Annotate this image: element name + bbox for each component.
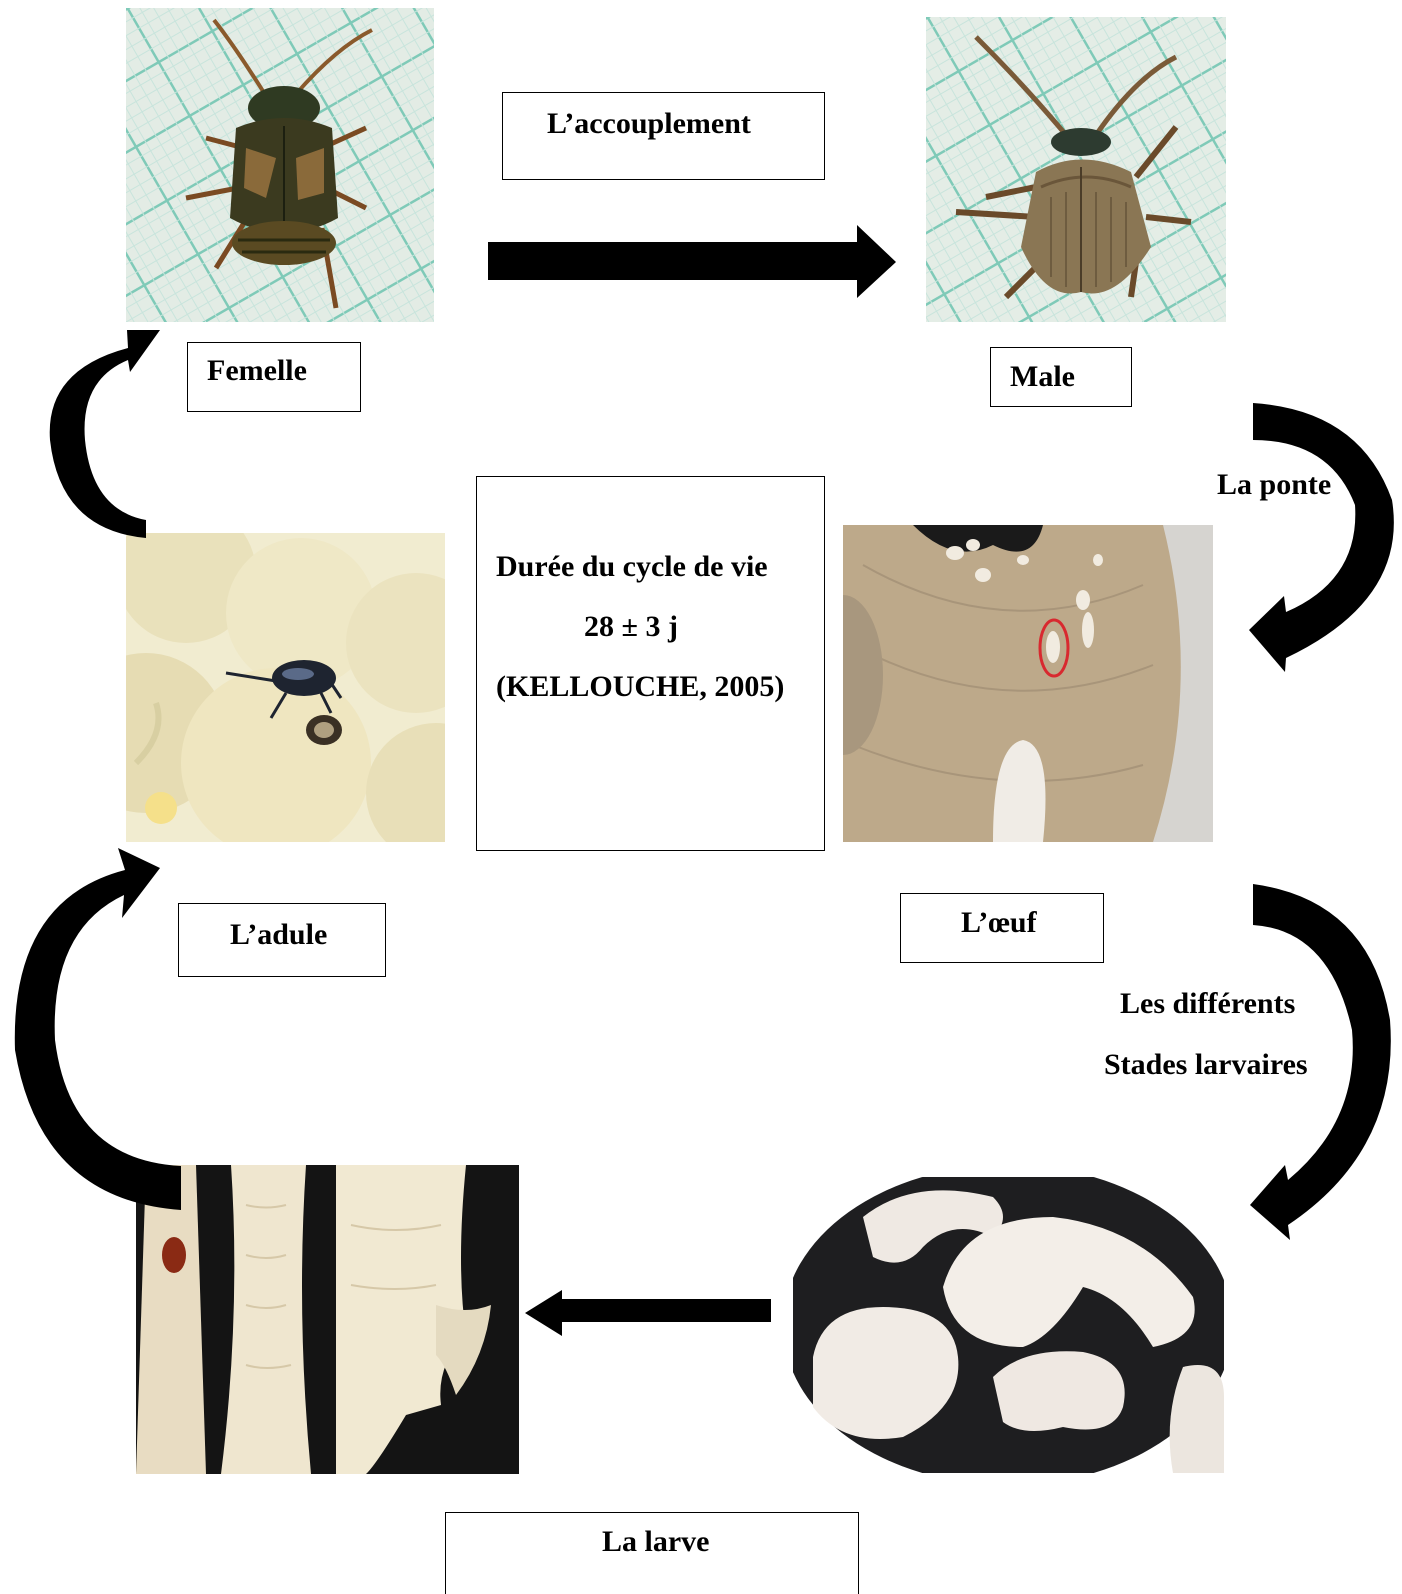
adult-label: L’adule — [230, 918, 327, 952]
laying-arrow — [1249, 403, 1394, 672]
life-cycle-duration-box: Durée du cycle de vie 28 ± 3 j (KELLOUCH… — [476, 476, 825, 851]
female-label-box: Femelle — [187, 342, 361, 412]
larval-stages-label-line1: Les différents — [1120, 987, 1295, 1021]
male-label-box: Male — [990, 347, 1132, 407]
adult-to-female-arrow — [50, 330, 160, 538]
larva-label-box: La larve — [445, 1512, 859, 1594]
mating-label-box: L’accouplement — [502, 92, 825, 180]
female-label: Femelle — [207, 354, 307, 388]
mating-label: L’accouplement — [547, 107, 751, 141]
duration-value: 28 ± 3 j — [584, 610, 678, 644]
duration-citation: (KELLOUCHE, 2005) — [496, 670, 784, 704]
male-label: Male — [1010, 360, 1075, 394]
duration-title: Durée du cycle de vie — [496, 550, 768, 584]
adult-label-box: L’adule — [178, 903, 386, 977]
larva-label: La larve — [602, 1525, 709, 1559]
larva-to-adult-arrow — [15, 848, 181, 1210]
egg-label-box: L’œuf — [900, 893, 1104, 963]
larval-stages-label-line2: Stades larvaires — [1104, 1048, 1308, 1082]
egg-label: L’œuf — [961, 906, 1037, 940]
mating-arrow — [488, 225, 896, 298]
laying-label: La ponte — [1217, 468, 1331, 502]
larva-arrow — [525, 1290, 771, 1336]
